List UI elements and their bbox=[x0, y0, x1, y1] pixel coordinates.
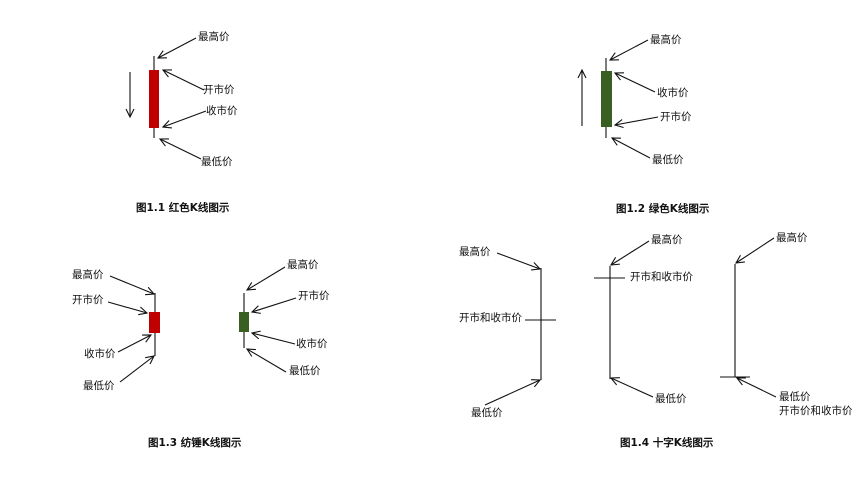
close-arrow bbox=[252, 333, 296, 345]
open-arrow bbox=[107, 301, 147, 313]
figure-doji: 最高价 开市和收市价 最低价 最高价 开市和收市价 最低价 最高价 最低价 开市… bbox=[459, 231, 853, 449]
figure-spinning-top: 最高价 开市价 收市价 最低价 最高价 开市价 收市价 最低价 图1.3 纺锤K… bbox=[72, 258, 330, 449]
high-label: 最高价 bbox=[72, 268, 104, 281]
high-arrow bbox=[158, 37, 197, 58]
green-candle-body bbox=[601, 71, 612, 127]
close-arrow bbox=[163, 110, 207, 127]
low-arrow bbox=[737, 378, 777, 398]
open-label: 开市价 bbox=[72, 293, 104, 306]
close-arrow bbox=[117, 335, 151, 353]
low-label: 最低价 bbox=[779, 390, 811, 403]
low-label: 最低价 bbox=[83, 379, 115, 392]
high-arrow bbox=[736, 237, 775, 263]
high-label: 最高价 bbox=[651, 233, 683, 246]
close-label: 收市价 bbox=[296, 337, 328, 350]
open-arrow bbox=[252, 297, 297, 312]
low-arrow bbox=[484, 380, 540, 406]
low-arrow bbox=[160, 139, 202, 160]
high-label: 最高价 bbox=[287, 258, 319, 271]
close-label: 收市价 bbox=[206, 104, 238, 117]
high-arrow bbox=[496, 252, 540, 269]
high-arrow bbox=[247, 266, 286, 290]
figure-caption: 图1.4 十字K线图示 bbox=[620, 436, 714, 449]
red-candle-body bbox=[149, 70, 159, 128]
low-arrow bbox=[612, 138, 651, 159]
close-label: 收市价 bbox=[84, 347, 116, 360]
low-label: 最低价 bbox=[289, 364, 321, 377]
high-arrow bbox=[610, 39, 649, 60]
open-arrow bbox=[615, 116, 659, 125]
red-spinning-body bbox=[149, 312, 160, 333]
openclose-label: 开市和收市价 bbox=[630, 270, 693, 283]
high-label: 最高价 bbox=[198, 30, 230, 43]
low-label: 最低价 bbox=[471, 406, 503, 419]
low-label: 最低价 bbox=[652, 153, 684, 166]
figure-caption: 图1.1 红色K线图示 bbox=[136, 201, 230, 214]
low-arrow bbox=[119, 356, 154, 383]
low-arrow bbox=[611, 378, 654, 398]
high-label: 最高价 bbox=[776, 231, 808, 244]
open-label: 开市价 bbox=[298, 289, 330, 302]
high-arrow bbox=[611, 240, 650, 265]
open-arrow bbox=[163, 70, 205, 91]
openclose-label: 开市和收市价 bbox=[459, 311, 522, 324]
high-label: 最高价 bbox=[459, 245, 491, 258]
close-label: 收市价 bbox=[657, 86, 689, 99]
low-arrow bbox=[247, 349, 287, 373]
figure-caption: 图1.3 纺锤K线图示 bbox=[148, 436, 242, 449]
high-arrow bbox=[109, 275, 154, 294]
green-spinning-body bbox=[239, 312, 249, 332]
figure-caption: 图1.2 绿色K线图示 bbox=[616, 202, 710, 215]
low-label: 最低价 bbox=[201, 155, 233, 168]
openclose-label: 开市价和收市价 bbox=[779, 404, 853, 417]
open-label: 开市价 bbox=[660, 110, 692, 123]
high-label: 最高价 bbox=[650, 33, 682, 46]
figure-green-candle: 最高价 收市价 开市价 最低价 图1.2 绿色K线图示 bbox=[582, 33, 710, 215]
figure-red-candle: 最高价 开市价 收市价 最低价 图1.1 红色K线图示 bbox=[130, 30, 238, 214]
open-label: 开市价 bbox=[203, 83, 235, 96]
low-label: 最低价 bbox=[655, 392, 687, 405]
close-arrow bbox=[615, 73, 656, 93]
